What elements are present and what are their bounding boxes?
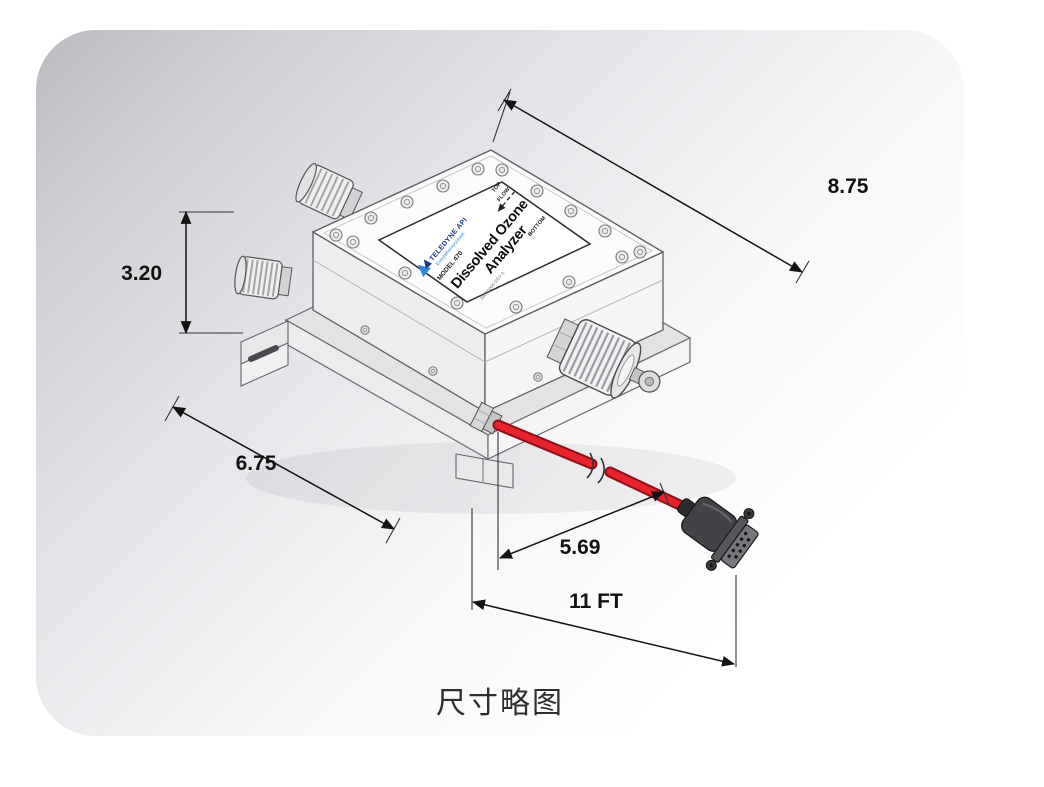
dim-label-side-height: 3.20 [121, 262, 162, 285]
dim-cable-offset: 5.69 [497, 432, 670, 570]
mounting-slot [248, 345, 279, 362]
dim-label-base-depth: 6.75 [236, 452, 277, 475]
teledyne-logo-icon-2 [423, 259, 432, 270]
dsub-face [721, 524, 759, 569]
teledyne-logo-icon [417, 264, 431, 278]
front-right-knob [546, 318, 661, 399]
dim-side-height: 3.20 [121, 210, 243, 335]
signal-cable [492, 419, 692, 514]
mounting-ear-front [455, 453, 514, 489]
dim-label-cable-length: 11 FT [569, 590, 623, 613]
top-left-knob [295, 162, 364, 221]
mounting-ear-left [240, 320, 289, 387]
dim-cable-length: 11 FT [471, 508, 737, 667]
flow-arrow-icon [497, 203, 506, 212]
dim-label-cable-offset: 5.69 [560, 536, 601, 559]
dim-base-depth: 6.75 [164, 395, 401, 544]
dim-label-top-width: 8.75 [828, 175, 869, 198]
caption-text: 尺寸略图 [436, 687, 564, 720]
dsub-connector [677, 496, 759, 571]
cable-break-icon [586, 452, 594, 479]
dim-top-width: 8.75 [492, 88, 869, 284]
left-fitting-knob [234, 255, 293, 300]
dimension-diagram: TELEDYNE API Everywhereyoulook MODEL 470… [121, 88, 869, 667]
diagram-card: TELEDYNE API Everywhereyoulook MODEL 470… [36, 30, 964, 736]
